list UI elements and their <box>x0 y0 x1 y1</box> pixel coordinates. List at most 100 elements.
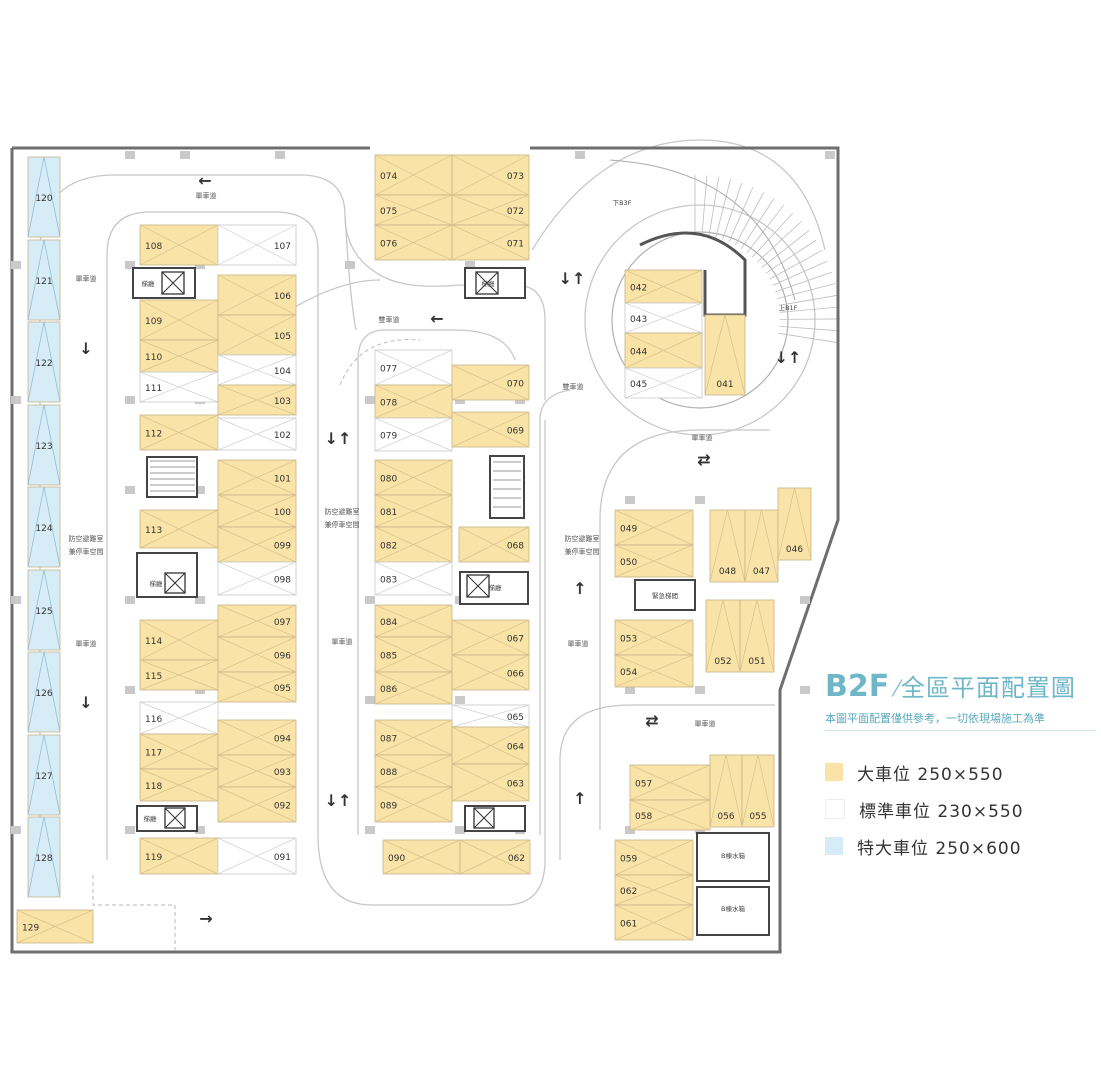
space-number: 070 <box>507 380 524 390</box>
space-number: 100 <box>274 508 291 518</box>
parking-space <box>374 561 453 596</box>
structural-column <box>365 596 375 604</box>
parking-space-stripe <box>451 654 530 691</box>
space-number: 064 <box>507 743 524 753</box>
parking-space-stripe <box>139 619 219 661</box>
parking-space-fill <box>709 754 743 828</box>
structural-column <box>11 826 21 834</box>
structural-column <box>695 686 705 694</box>
parking-space <box>374 349 453 386</box>
space-number: 050 <box>620 558 637 568</box>
parking-space-stripe <box>451 704 530 728</box>
parking-space <box>614 509 694 546</box>
parking-space-stripe <box>217 314 297 356</box>
structural-column <box>11 261 21 269</box>
legend-swatch-xl <box>825 837 843 855</box>
legend-item-standard: 標準車位 230×550 <box>825 797 1024 822</box>
stairwell-1 <box>146 456 198 498</box>
structural-column <box>365 826 375 834</box>
space-number: 065 <box>507 713 524 723</box>
parking-space-stripe <box>451 364 530 401</box>
space-number: 042 <box>630 284 647 294</box>
space-number: 112 <box>145 430 162 440</box>
direction-arrow-icon: ↓↑ <box>775 348 802 367</box>
parking-space-fill <box>709 509 746 583</box>
space-number: 117 <box>145 749 162 759</box>
facility-label: 梯廳 <box>144 814 158 823</box>
legend-swatch-large <box>825 763 843 781</box>
lane-label: 單車道 <box>76 639 97 648</box>
structural-column <box>125 151 135 159</box>
facility-label: B棟水箱 <box>721 851 745 860</box>
space-number: 049 <box>620 525 637 535</box>
parking-space <box>217 671 297 703</box>
parking-space-stripe <box>139 509 219 549</box>
parking-space-fill <box>741 754 775 828</box>
space-number: 097 <box>274 618 291 628</box>
space-number: 071 <box>507 240 524 250</box>
parking-space-fill <box>27 404 61 486</box>
parking-space <box>217 636 297 673</box>
space-number: 076 <box>380 240 397 250</box>
parking-space <box>139 837 219 875</box>
parking-space <box>139 224 219 266</box>
lane-label: 單車道 <box>692 433 713 442</box>
space-number: 063 <box>507 780 524 790</box>
parking-space-stripe <box>744 509 779 583</box>
direction-arrow-icon: ↓↑ <box>325 791 352 810</box>
building-structure <box>10 146 840 954</box>
legend-label-standard: 標準車位 230×550 <box>859 801 1024 822</box>
parking-space-stripe <box>217 224 297 266</box>
parking-space-stripe <box>374 719 453 756</box>
structural-column <box>455 826 465 834</box>
space-number: 082 <box>380 542 397 552</box>
parking-space-stripe <box>374 494 453 528</box>
stair-hall-2 <box>136 552 198 598</box>
space-number: 107 <box>274 242 291 252</box>
parking-space <box>27 156 61 238</box>
space-number: 058 <box>635 812 652 822</box>
driveway-curve <box>106 211 546 906</box>
parking-space-stripe <box>27 404 61 486</box>
parking-space <box>374 671 453 705</box>
parking-space-stripe <box>374 636 453 673</box>
parking-space <box>374 494 453 528</box>
parking-space <box>709 509 746 583</box>
parking-space <box>27 734 61 816</box>
space-number: 085 <box>380 652 397 662</box>
ramp-stripe <box>779 306 840 313</box>
elevator-cross-icon <box>466 574 490 598</box>
parking-space <box>217 837 297 875</box>
ramp-stripe <box>746 205 785 254</box>
parking-space-stripe <box>614 619 694 656</box>
elevator-cross-icon <box>164 807 186 829</box>
parking-space-stripe <box>614 839 694 876</box>
parking-space <box>451 364 530 401</box>
space-number: 110 <box>145 353 162 363</box>
driveway-curve <box>344 214 357 331</box>
space-number: 115 <box>145 672 162 682</box>
space-number: 083 <box>380 576 397 586</box>
direction-arrow-icon: → <box>199 909 212 928</box>
structural-column <box>455 696 465 704</box>
direction-arrow-icon: ← <box>198 171 211 190</box>
space-number: 099 <box>274 542 291 552</box>
parking-space <box>374 417 453 452</box>
elevator-cross-icon <box>475 271 499 295</box>
parking-space <box>27 816 61 898</box>
parking-space <box>27 321 61 403</box>
space-number: 062 <box>508 854 525 864</box>
lane-label: 單車道 <box>196 191 217 200</box>
structural-column <box>465 261 475 269</box>
space-number: 120 <box>35 194 52 204</box>
space-number: 105 <box>274 332 291 342</box>
elevator-icon <box>164 572 186 594</box>
stair-hall-2-outline <box>136 552 198 598</box>
space-number: 052 <box>714 657 731 667</box>
space-number: 122 <box>35 359 52 369</box>
parking-space <box>374 786 453 823</box>
parking-space <box>629 764 711 801</box>
parking-space <box>382 839 461 875</box>
parking-space <box>139 299 219 341</box>
parking-space-stripe <box>458 526 530 563</box>
